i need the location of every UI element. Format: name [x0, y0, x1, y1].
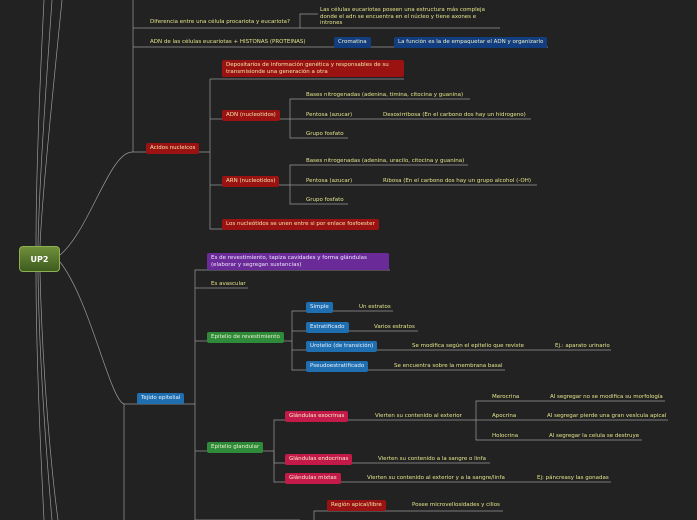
- node-adn-fosfato[interactable]: Grupo fosfato: [306, 131, 344, 137]
- node-adn-bases[interactable]: Bases nitrogenadas (adenina, timina, cit…: [306, 92, 464, 98]
- node-adn-nucleotidos[interactable]: ADN (nucleotidos): [222, 110, 280, 121]
- node-eucariotas[interactable]: Las células eucariotas poseen una estruc…: [320, 7, 485, 27]
- node-fosfoester[interactable]: Los nucleótidos se unen entre si por enl…: [222, 219, 379, 230]
- node-holocrina[interactable]: Holocrina: [492, 433, 519, 439]
- node-holocrina-desc[interactable]: Al segregar la celula se destruye: [549, 433, 640, 439]
- node-merocrina[interactable]: Merocrina: [492, 394, 520, 400]
- node-acidos-nucleicos[interactable]: Acidos nucleicos: [146, 143, 200, 154]
- node-arn-pentosa[interactable]: Pentosa (azucar): [306, 178, 353, 184]
- node-adn-histonas[interactable]: ADN de las células eucariotas + HISTONAS…: [150, 39, 306, 45]
- node-pseudo-desc[interactable]: Se encuentra sobre la membrana basal: [394, 363, 503, 369]
- node-region-apical[interactable]: Región apical/libre: [327, 500, 386, 511]
- node-diferencia[interactable]: Diferencia entre una célula procariota y…: [150, 19, 290, 25]
- node-endocrinas-desc[interactable]: Vierten su contenido a la sangre o linfa: [378, 456, 486, 462]
- root-node[interactable]: UP2: [19, 246, 60, 272]
- node-glandulas-exocrinas[interactable]: Glándulas exocrinas: [285, 411, 349, 422]
- node-desoxirribosa[interactable]: Desoxirribosa (En el carbono dos hay un …: [383, 112, 526, 118]
- node-cromatina[interactable]: Cromatina: [334, 37, 371, 48]
- node-mixtas-desc[interactable]: Vierten su contenido al exterior y a la …: [367, 475, 505, 481]
- node-glandulas-mixtas[interactable]: Glándulas mixtas: [285, 473, 341, 484]
- node-adn-pentosa[interactable]: Pentosa (azucar): [306, 112, 353, 118]
- node-merocrina-desc[interactable]: Al segregar no se modifica su morfología: [550, 394, 663, 400]
- node-tejido-epitelial[interactable]: Tejido epitelial: [137, 393, 185, 404]
- node-urotelio-ej[interactable]: Ej.: aparato urinario: [555, 343, 610, 349]
- node-region-apical-desc[interactable]: Posee microvellosidades y cilios: [412, 502, 500, 508]
- node-urotelio[interactable]: Urotelio (de transición): [306, 341, 378, 352]
- node-apocrina-desc[interactable]: Al segregar pierde una gran vesícula api…: [547, 413, 667, 419]
- node-exocrinas-desc[interactable]: Vierten su contenido al exterior: [375, 413, 462, 419]
- node-arn-nucleotidos[interactable]: ARN (nucleotidos): [222, 176, 280, 187]
- node-revestimiento-desc[interactable]: Es de revestimiento, tapiza cavidades y …: [207, 253, 389, 271]
- node-simple[interactable]: Simple: [306, 302, 333, 313]
- node-epitelio-glandular[interactable]: Epitelio glandular: [207, 442, 264, 453]
- node-estratificado[interactable]: Estratificado: [306, 322, 349, 333]
- node-varios-estratos[interactable]: Varios estratos: [374, 324, 415, 330]
- node-arn-bases[interactable]: Bases nitrogenadas (adenina, uracilo, ci…: [306, 158, 465, 164]
- node-urotelio-desc[interactable]: Se modifica según el epitelio que revist…: [412, 343, 525, 349]
- node-apocrina[interactable]: Apocrina: [492, 413, 517, 419]
- node-epitelio-revestimiento[interactable]: Epitelio de revestimiento: [207, 332, 284, 343]
- node-empaquetar[interactable]: La función es la de empaquetar el ADN y …: [394, 37, 548, 48]
- node-arn-fosfato[interactable]: Grupo fosfato: [306, 197, 344, 203]
- node-ribosa[interactable]: Ribosa (En el carbono dos hay un grupo a…: [383, 178, 532, 184]
- node-un-estrato[interactable]: Un estratos: [359, 304, 391, 310]
- node-depositarios[interactable]: Depositarios de información genética y r…: [222, 60, 404, 78]
- node-pseudoestratificado[interactable]: Pseudoestratificado: [306, 361, 369, 372]
- node-mixtas-ej[interactable]: Ej: páncreasy las gonadas: [537, 475, 609, 481]
- node-avascular[interactable]: Es avascular: [211, 281, 246, 287]
- node-glandulas-endocrinas[interactable]: Glándulas endocrinas: [285, 454, 353, 465]
